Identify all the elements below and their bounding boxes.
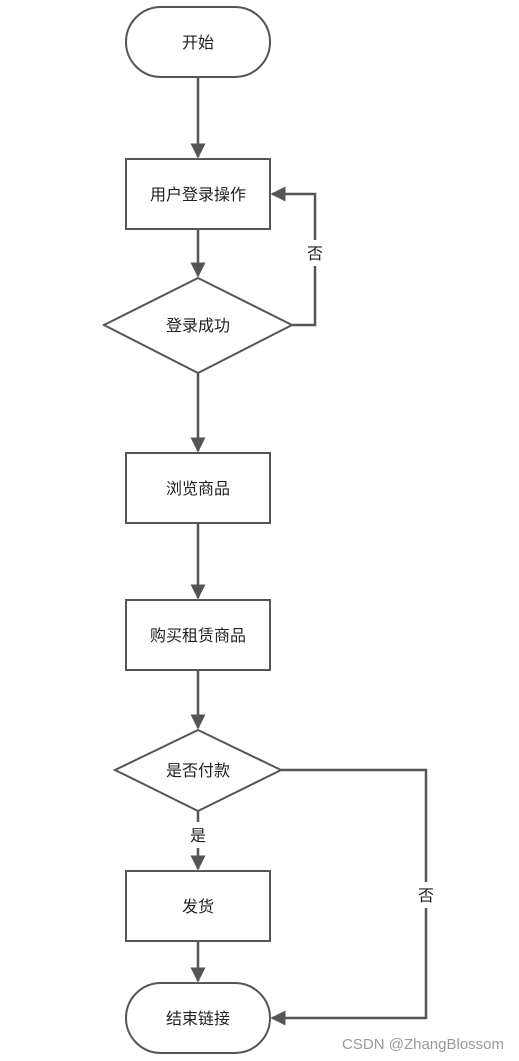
node-ship: 发货 xyxy=(125,870,271,942)
buy-rent-label: 购买租赁商品 xyxy=(150,626,246,645)
node-paid: 是否付款 xyxy=(112,728,284,813)
watermark-text: CSDN @ZhangBlossom xyxy=(342,1036,504,1053)
login-label: 用户登录操作 xyxy=(150,185,246,204)
browse-process-shape xyxy=(125,452,271,524)
login-success-label: 登录成功 xyxy=(166,316,230,335)
end-label: 结束链接 xyxy=(166,1009,230,1028)
edge-label-paid-yes: 是 xyxy=(190,826,206,845)
start-label: 开始 xyxy=(182,33,214,52)
ship-process-shape xyxy=(125,870,271,942)
edge-label-bg xyxy=(187,822,209,848)
node-buy-rent: 购买租赁商品 xyxy=(125,599,271,671)
end-terminal-shape xyxy=(125,982,271,1054)
edge-label-bg xyxy=(415,882,437,908)
edge-paid-no-to-end xyxy=(270,768,428,1026)
edge-label-bg xyxy=(304,240,326,266)
ship-label: 发货 xyxy=(182,897,214,916)
browse-label: 浏览商品 xyxy=(166,479,230,498)
node-start: 开始 xyxy=(125,6,271,78)
node-login: 用户登录操作 xyxy=(125,158,271,230)
node-login-success: 登录成功 xyxy=(101,276,295,375)
node-end: 结束链接 xyxy=(125,982,271,1054)
login-process-shape xyxy=(125,158,271,230)
node-browse: 浏览商品 xyxy=(125,452,271,524)
paid-decision-shape xyxy=(112,728,284,813)
paid-label: 是否付款 xyxy=(166,761,230,780)
edge-label-paid-no: 否 xyxy=(418,886,434,905)
buy-rent-process-shape xyxy=(125,599,271,671)
login-success-decision-shape xyxy=(101,276,295,375)
start-terminal-shape xyxy=(125,6,271,78)
edge-label-login-no: 否 xyxy=(307,244,323,263)
